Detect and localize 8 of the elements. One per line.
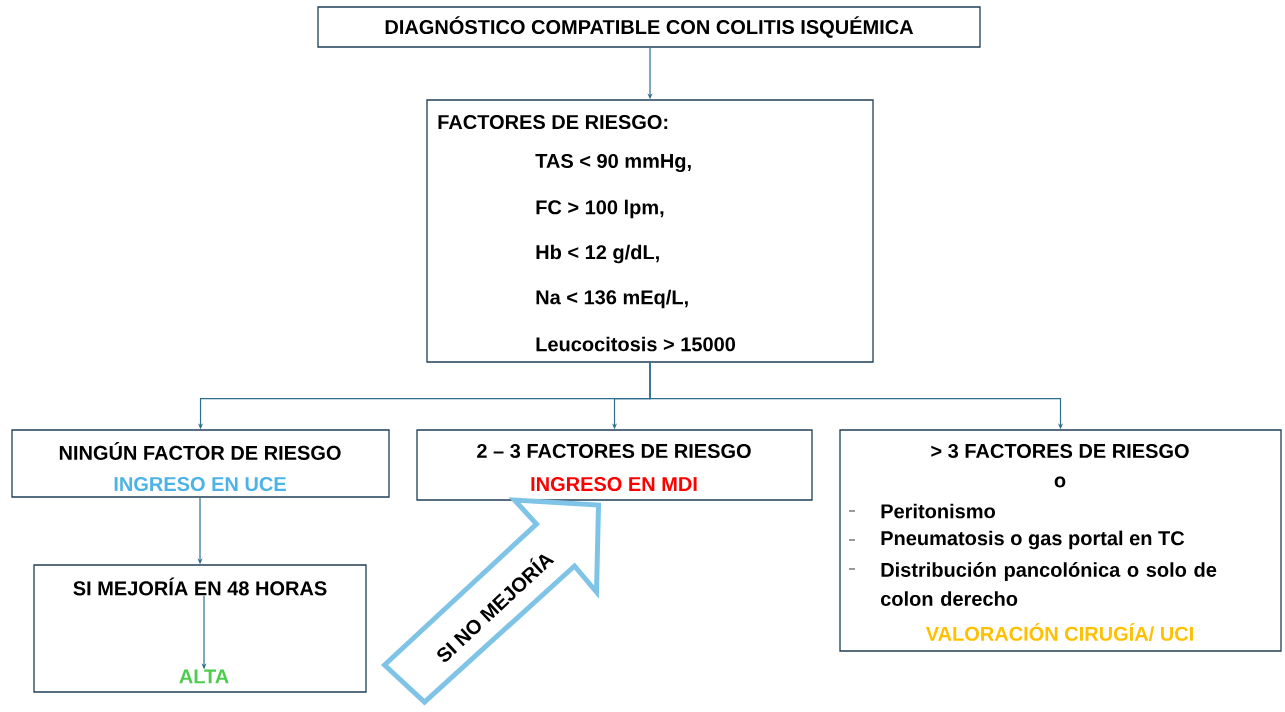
box-heading: SI MEJORÍA EN 48 HORAS (73, 577, 327, 596)
process-box (33, 564, 367, 693)
outcome-text: ALTA (179, 669, 229, 684)
process-box: 2 – 3 FACTORES DE RIESGO INGRESO EN MDI (416, 429, 813, 501)
process-box: > 3 FACTORES DE RIESGO o Peritonismo Pneumatosis o gas portal en TC Distribución pancolónica o solo de colon derecho VALORACIÓN CIRUGÍA/ UCI (839, 429, 1282, 652)
risk-factor-box: FACTORES DE RIESGO: TAS < 90 mmHg, FC > 100 lpm, Hb < 12 g/dL, Na < 136 mEq/L, Leucocitosis > 15000 (426, 99, 874, 363)
process-box: DIAGNÓSTICO COMPATIBLE CON COLITIS ISQUÉMICA (317, 6, 981, 48)
process-box: NINGÚN FACTOR DE RIESGO INGRESO EN UCE (11, 429, 390, 498)
